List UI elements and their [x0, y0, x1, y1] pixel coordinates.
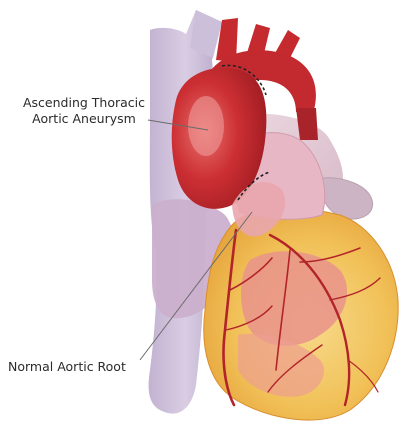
- aortic-root-label: Normal Aortic Root: [8, 359, 126, 375]
- aneurysm-highlight: [188, 96, 224, 156]
- aneurysm-label-line2: Aortic Aneurysm: [8, 111, 160, 127]
- aneurysm-label: Ascending Thoracic Aortic Aneurysm: [8, 95, 160, 127]
- aneurysm-label-line1: Ascending Thoracic: [8, 95, 160, 111]
